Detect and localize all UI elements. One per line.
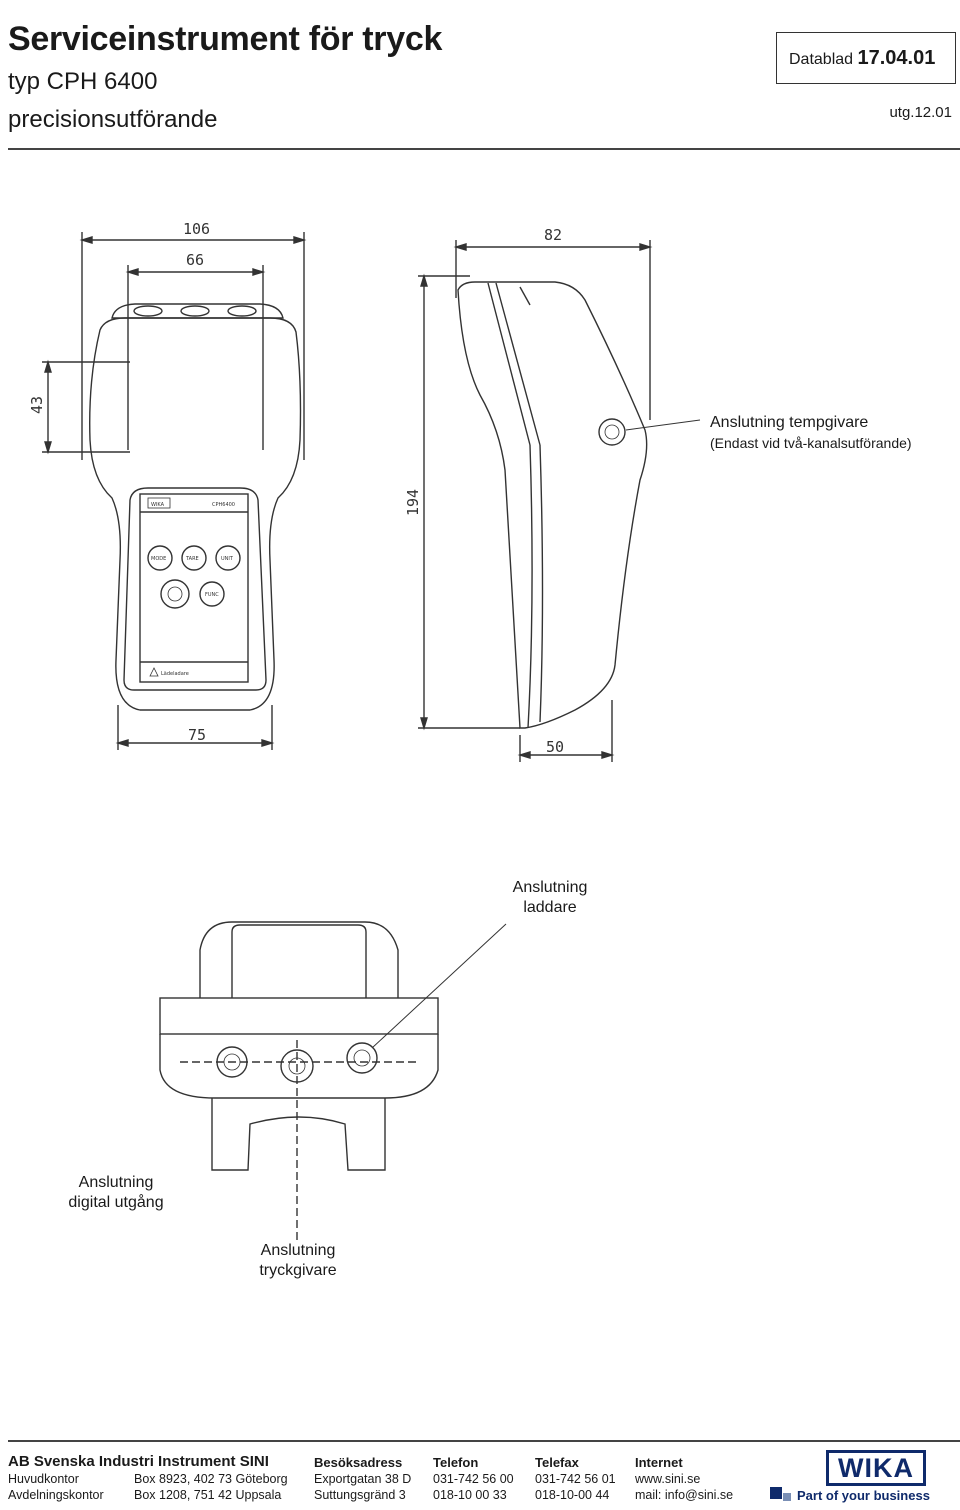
datasheet-label: Datablad — [789, 51, 854, 68]
label-tryck: Anslutning tryckgivare — [259, 1242, 337, 1279]
row1-box: Box 8923, 402 73 Göteborg — [134, 1472, 288, 1486]
datasheet-date: 17.04.01 — [857, 47, 936, 69]
row1-fax: 031-742 56 01 — [535, 1472, 616, 1486]
edition-label: utg.12.01 — [889, 104, 952, 121]
technical-drawing: 106 66 82 75 50 43 194 WIKA CPH6400 MODE… — [28, 220, 701, 1240]
warning-text: Lädeladare — [161, 671, 189, 677]
label-laddare: Anslutning laddare — [512, 879, 588, 916]
dim-194: 194 — [404, 489, 422, 516]
mode-key: MODE — [151, 556, 166, 562]
row1-addr: Exportgatan 38 D — [314, 1472, 412, 1486]
dim-50: 50 — [546, 738, 564, 756]
datasheet-box: Datablad 17.04.01 — [776, 32, 956, 84]
dim-66: 66 — [186, 251, 204, 269]
besok-head: Besöksadress — [314, 1455, 403, 1470]
subtitle-type: typ CPH 6400 — [8, 68, 158, 95]
logo-square-icon — [770, 1487, 782, 1499]
dim-43: 43 — [28, 396, 46, 414]
row1-name: Huvudkontor — [8, 1472, 79, 1486]
tare-key: TARE — [185, 556, 199, 562]
label-tempgivare-note: (Endast vid två-kanalsutförande) — [710, 435, 912, 451]
row2-addr: Suttungsgränd 3 — [314, 1488, 406, 1502]
row1-tel: 031-742 56 00 — [433, 1472, 514, 1486]
front-view — [42, 232, 307, 750]
unit-key: UNIT — [221, 556, 234, 562]
footer-divider — [8, 1440, 960, 1442]
row2-fax: 018-10-00 44 — [535, 1488, 610, 1502]
label-tempgivare: Anslutning tempgivare — [710, 414, 869, 431]
row2-name: Avdelningskontor — [8, 1488, 104, 1502]
dim-106: 106 — [183, 220, 210, 238]
logo-square-small-icon — [783, 1493, 791, 1501]
wika-logo: WIKA — [826, 1450, 926, 1486]
tel-head: Telefon — [433, 1455, 479, 1470]
func-key: FUNC — [205, 592, 219, 598]
company-name: AB Svenska Industri Instrument SINI — [8, 1453, 269, 1470]
dim-75: 75 — [188, 726, 206, 744]
bottom-view — [159, 921, 507, 1240]
row2-tel: 018-10 00 33 — [433, 1488, 507, 1502]
side-view — [418, 240, 701, 762]
subtitle-variant: precisionsutförande — [8, 106, 218, 133]
row2-mail[interactable]: mail: info@sini.se — [635, 1488, 734, 1502]
panel-brand: WIKA — [151, 502, 165, 508]
web-head: Internet — [635, 1455, 683, 1470]
dim-82: 82 — [544, 226, 562, 244]
row1-web[interactable]: www.sini.se — [635, 1472, 701, 1486]
label-digital: Anslutning digital utgång — [68, 1174, 164, 1211]
row2-box: Box 1208, 751 42 Uppsala — [134, 1488, 282, 1502]
fax-head: Telefax — [535, 1455, 579, 1470]
tagline: Part of your business — [797, 1488, 930, 1503]
header-divider — [8, 148, 960, 150]
panel-model: CPH6400 — [212, 502, 235, 508]
page-title: Serviceinstrument för tryck — [8, 20, 443, 58]
